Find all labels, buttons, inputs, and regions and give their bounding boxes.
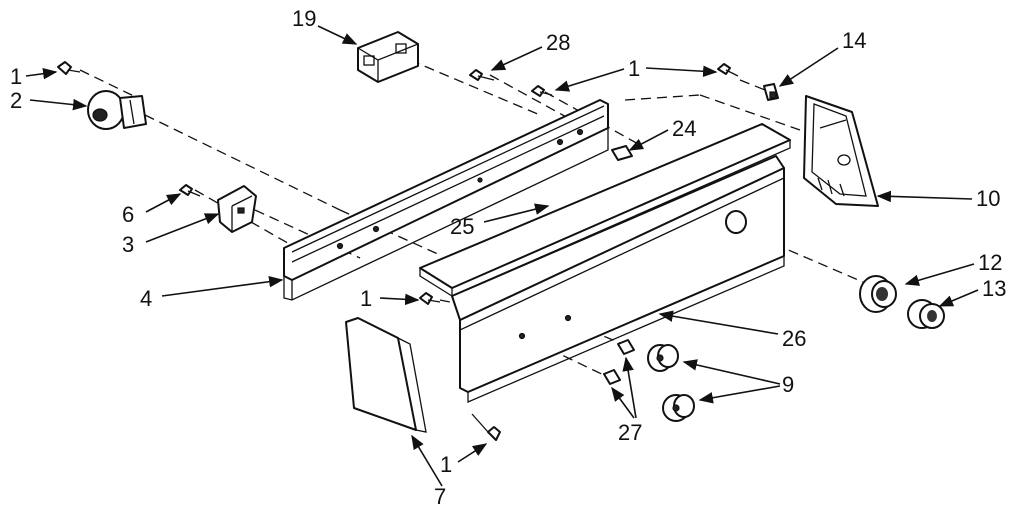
part-19-bracket bbox=[357, 31, 419, 83]
callout-4: 4 bbox=[140, 286, 152, 311]
callout-1-top: 1 bbox=[628, 56, 640, 81]
part-1-screw-top bbox=[531, 85, 553, 97]
callout-26: 26 bbox=[782, 326, 806, 351]
part-3-bracket bbox=[217, 185, 257, 233]
part-6-screw bbox=[179, 184, 201, 197]
callout-2: 2 bbox=[10, 88, 22, 113]
callout-19: 19 bbox=[292, 6, 316, 31]
part-1-screw-bottom bbox=[471, 413, 501, 441]
callout-1-mid: 1 bbox=[360, 286, 372, 311]
callout-14: 14 bbox=[842, 28, 866, 53]
part-1-screw-mid bbox=[419, 292, 441, 305]
callout-6: 6 bbox=[122, 202, 134, 227]
callout-3: 3 bbox=[122, 232, 134, 257]
callout-1-topleft: 1 bbox=[10, 64, 22, 89]
screw-upper-right bbox=[717, 63, 739, 77]
part-10-end-cap bbox=[803, 95, 879, 207]
part-1-screw-topleft bbox=[57, 61, 81, 75]
callout-7: 7 bbox=[434, 484, 446, 509]
part-7-end-cap bbox=[345, 317, 427, 433]
part-24-clip bbox=[611, 145, 633, 161]
part-14-clip bbox=[763, 83, 779, 101]
part-13-knob bbox=[907, 299, 945, 329]
part-27-clips bbox=[603, 339, 635, 385]
callout-9: 9 bbox=[782, 372, 794, 397]
callout-24: 24 bbox=[672, 116, 696, 141]
callout-12: 12 bbox=[978, 250, 1002, 275]
leader-arrows bbox=[25, 25, 979, 487]
part-28-screw bbox=[469, 69, 495, 81]
callout-28: 28 bbox=[546, 30, 570, 55]
callout-27: 27 bbox=[618, 420, 642, 445]
part-2-switch bbox=[87, 90, 147, 130]
callout-13: 13 bbox=[982, 276, 1006, 301]
callout-25: 25 bbox=[450, 214, 474, 239]
part-26-front-console bbox=[451, 155, 785, 403]
part-12-bezel bbox=[859, 275, 897, 313]
callout-10: 10 bbox=[976, 186, 1000, 211]
callout-1-bottom: 1 bbox=[440, 452, 452, 477]
part-9-knobs bbox=[647, 344, 695, 422]
part-4-back-channel bbox=[283, 99, 609, 301]
callout-labels: 19 28 1 2 1 14 24 6 3 25 10 4 1 12 13 26… bbox=[10, 6, 1006, 509]
